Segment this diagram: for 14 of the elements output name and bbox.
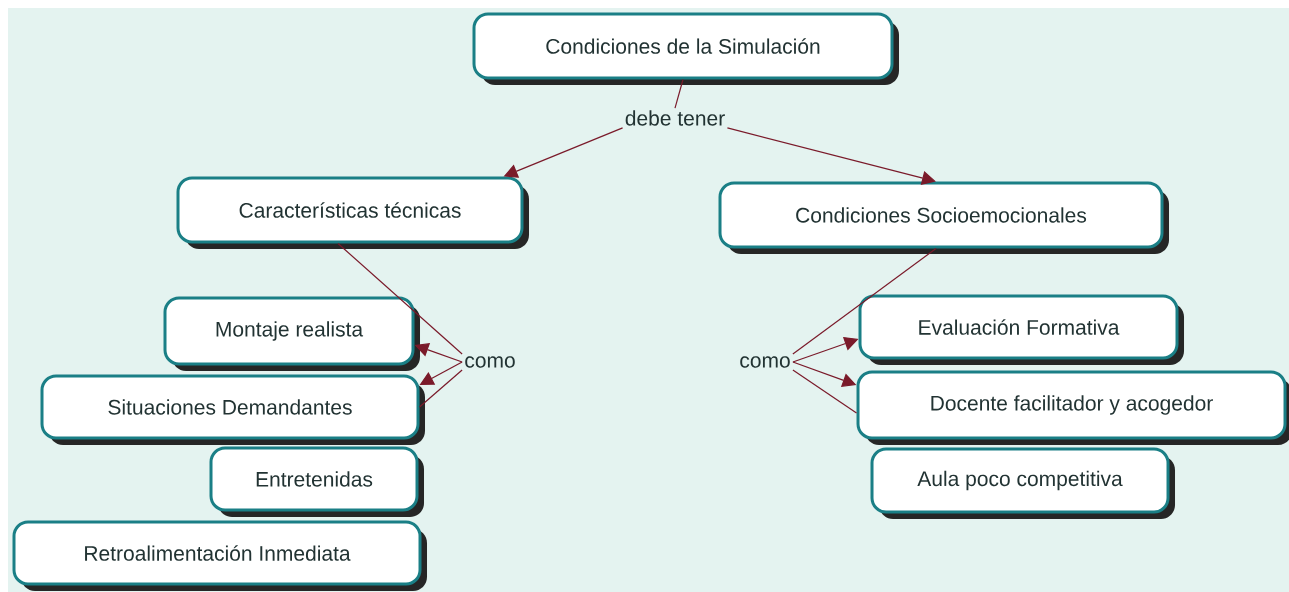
- linking-phrase: como: [740, 356, 790, 368]
- connector-arrow: [726, 127, 936, 185]
- concept-box: Condiciones Socioemocionales: [718, 181, 1169, 254]
- concept-box: Entretenidas: [209, 446, 424, 517]
- concept-box: Docente facilitador y acogedor: [856, 370, 1289, 445]
- concept-box: Condiciones de la Simulación: [472, 12, 899, 85]
- concept-box: Aula poco competitiva: [870, 447, 1175, 519]
- concept-box: Evaluación Formativa: [858, 294, 1184, 365]
- concept-box: Montaje realista: [163, 296, 420, 371]
- concept-box: Retroalimentación Inmediata: [12, 520, 427, 591]
- concept-box: Características técnicas: [176, 176, 529, 249]
- linking-phrase: como: [465, 356, 515, 368]
- concept-box: Situaciones Demandantes: [40, 374, 425, 445]
- linking-phrase: debe tener: [625, 110, 725, 126]
